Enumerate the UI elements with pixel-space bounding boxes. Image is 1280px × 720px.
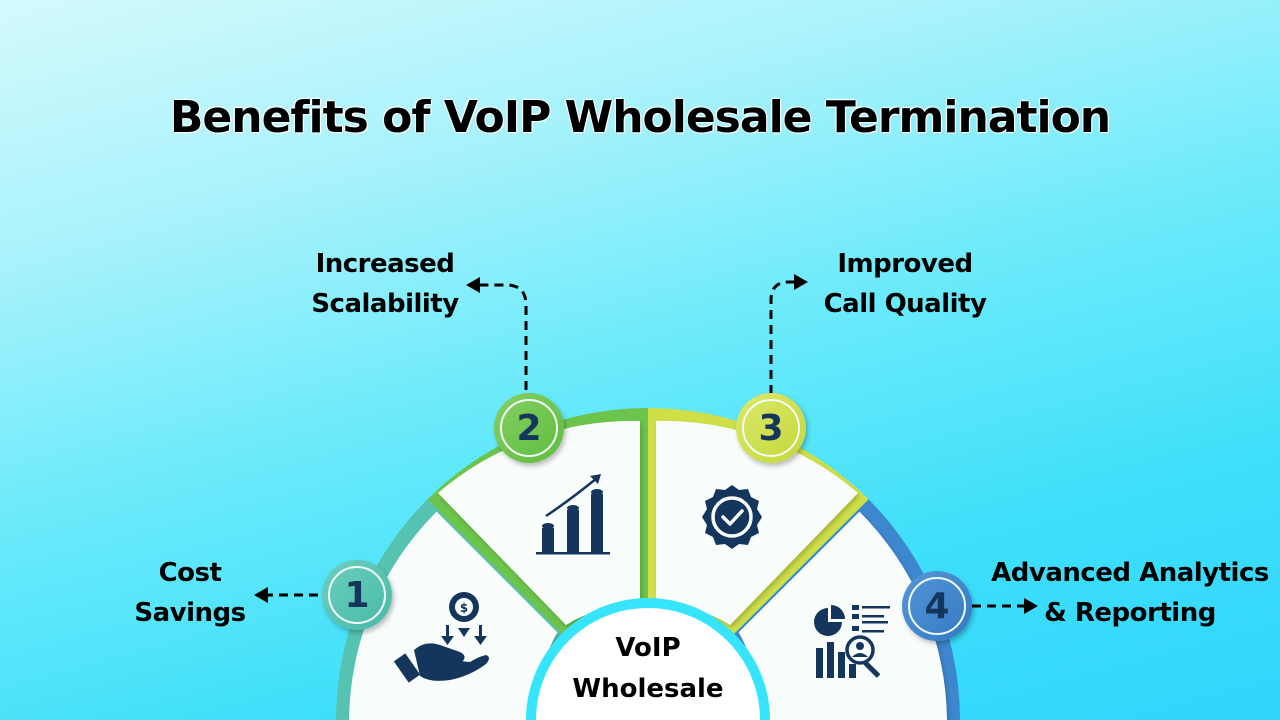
benefit-label-4: Advanced Analytics & Reporting (982, 553, 1278, 633)
segment-2 (427, 408, 648, 636)
badge-1: 1 (322, 560, 392, 630)
badge-2: 2 (494, 393, 564, 463)
label-line: Scalability (311, 289, 459, 319)
page-title: Benefits of VoIP Wholesale Termination (169, 92, 1111, 143)
arrow-right-icon (1024, 598, 1038, 614)
growth-bar-chart-icon (536, 474, 610, 555)
label-line: Increased (315, 249, 455, 279)
benefit-label-2: Increased Scalability (290, 244, 480, 324)
center-circle (536, 608, 760, 720)
badge-number: 4 (924, 585, 950, 627)
badge-number: 2 (516, 407, 542, 449)
center-label: VoIP Wholesale (548, 628, 748, 710)
hand-coin-savings-icon: $ (393, 592, 489, 683)
connector-3 (769, 280, 796, 394)
label-line: Improved (837, 249, 973, 279)
badge-number: 3 (758, 407, 784, 449)
label-line: Advanced Analytics (991, 558, 1269, 588)
arrow-left-icon (466, 277, 480, 293)
label-line: Cost (158, 558, 222, 588)
badge-4: 4 (902, 571, 972, 641)
label-line: Savings (134, 598, 246, 628)
label-line: Call Quality (823, 289, 987, 319)
benefit-label-3: Improved Call Quality (805, 244, 1005, 324)
svg-text:$: $ (460, 601, 468, 615)
label-line: & Reporting (1044, 598, 1216, 628)
center-line: VoIP (615, 633, 681, 663)
benefit-label-1: Cost Savings (110, 553, 270, 633)
arrow-right-icon (794, 274, 808, 290)
badge-3: 3 (736, 393, 806, 463)
connector-2 (480, 283, 528, 390)
center-line: Wholesale (572, 674, 724, 704)
arrow-left-icon (254, 587, 268, 603)
quality-badge-check-icon (702, 485, 762, 549)
analytics-report-search-icon (814, 605, 890, 678)
badge-number: 1 (344, 574, 370, 616)
